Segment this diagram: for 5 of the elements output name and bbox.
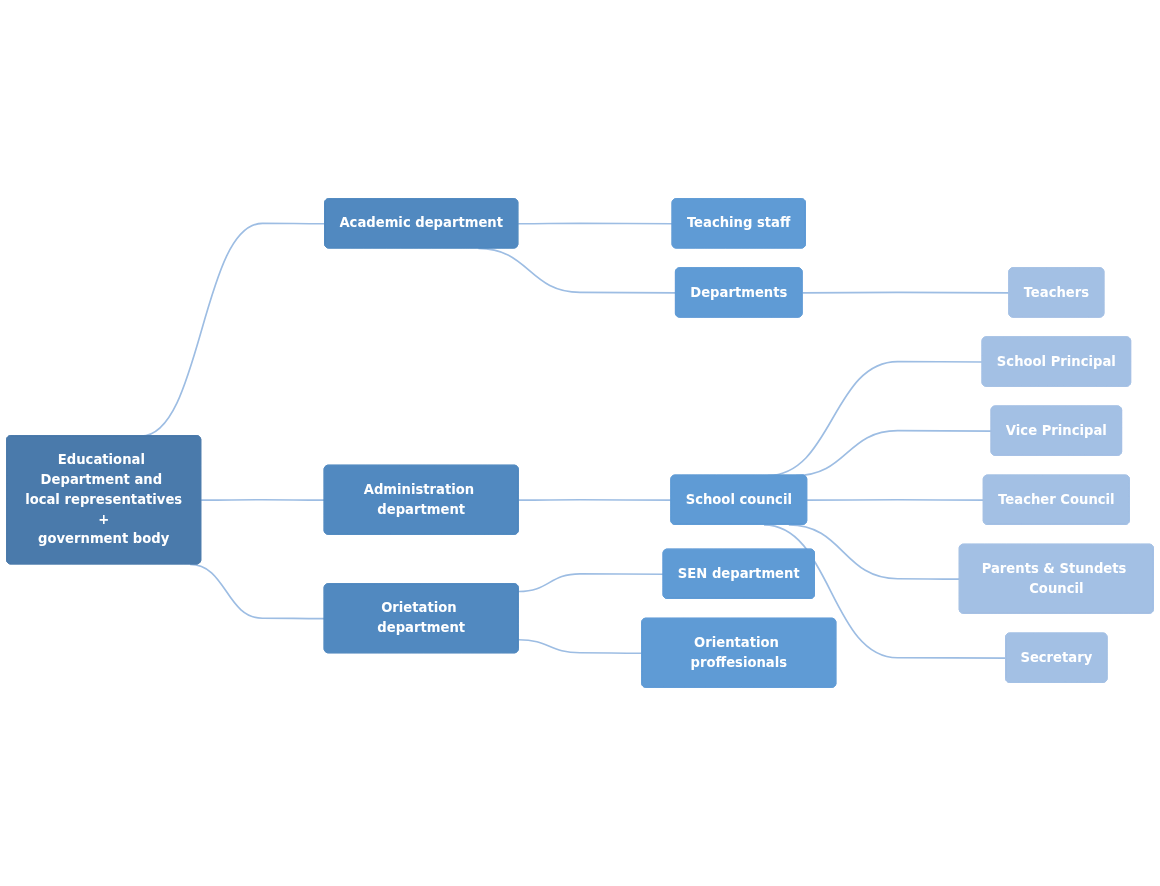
connector [200, 498, 326, 501]
connector [806, 498, 985, 501]
connector [517, 222, 674, 225]
connector [517, 573, 665, 593]
connector [517, 638, 643, 655]
